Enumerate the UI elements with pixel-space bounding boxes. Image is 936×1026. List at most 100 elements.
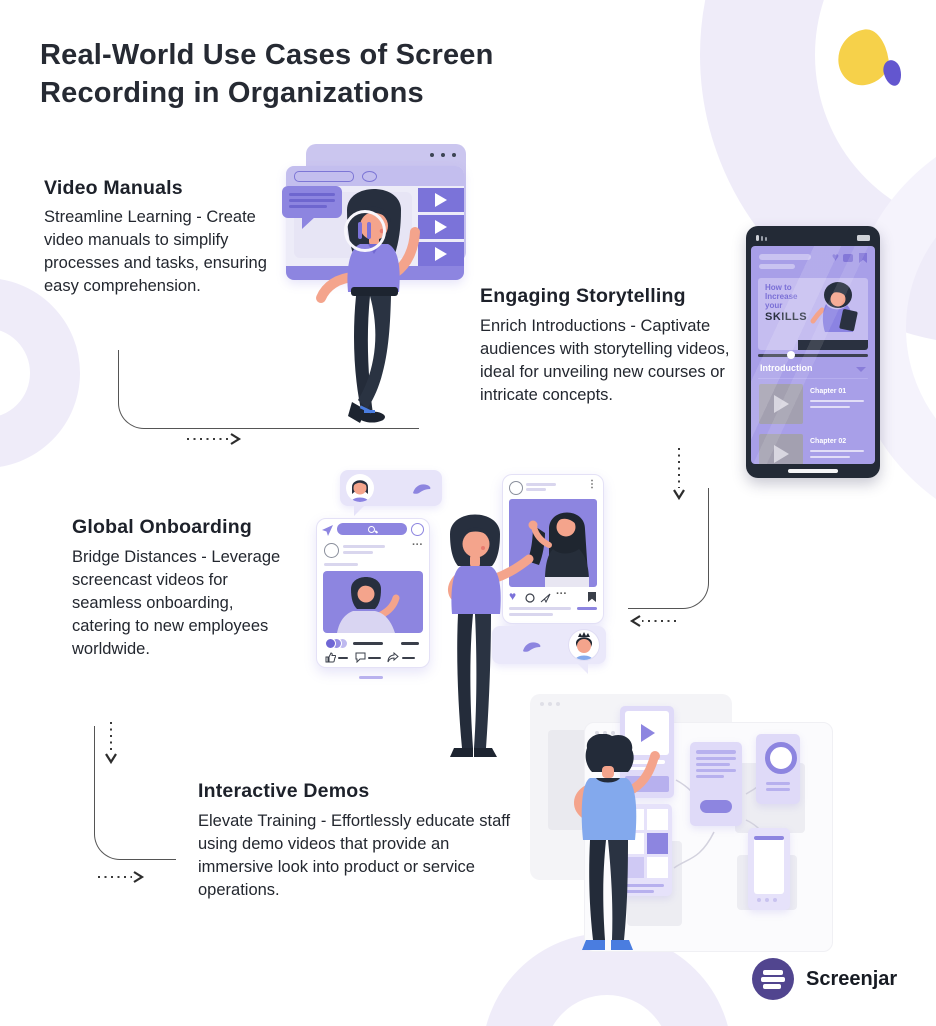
comment-icon: [843, 254, 853, 262]
address-pill: [294, 171, 354, 182]
chapter-row: Chapter 01: [759, 384, 867, 428]
bird-icon: [413, 484, 431, 494]
chapter-row: Chapter 02: [759, 434, 867, 464]
illustration-interactive-demos: [512, 686, 834, 966]
playlist-item: [418, 215, 464, 239]
video-title-line: SKILLS: [765, 311, 808, 323]
wire-ring: [765, 742, 797, 774]
wire-line: [625, 760, 665, 764]
grid-cell: [623, 857, 644, 878]
signal-icon: [761, 236, 763, 241]
window-dots-icon: [595, 731, 599, 735]
illustration-global-onboarding: ···: [306, 460, 611, 757]
wire-line: [624, 890, 654, 893]
wire-line: [696, 769, 736, 772]
comment-icon: [525, 593, 535, 603]
avatar: [509, 481, 523, 495]
section-heading-video-manuals: Video Manuals: [44, 177, 183, 199]
post-woman: [337, 577, 400, 633]
section-heading-interactive-demos: Interactive Demos: [198, 780, 370, 802]
video-title-line: Increase: [765, 292, 798, 301]
post-line: [343, 545, 385, 548]
bird-icon: [523, 642, 541, 652]
profile-circle-icon: [411, 523, 424, 536]
bookmark-icon: [859, 253, 867, 263]
illustration-storytelling-phone: ♥ How to Increase your SKILLS: [746, 226, 880, 478]
more-icon: ···: [556, 588, 567, 600]
bubble-text-line: [289, 193, 335, 196]
chat-bubble-bottom: [492, 626, 606, 674]
window-dots-icon: [441, 153, 445, 157]
share-icon: [387, 652, 399, 663]
window-dots-icon: [548, 702, 552, 706]
connector-line-3: [94, 726, 176, 860]
window-dots-icon: [611, 731, 615, 735]
section-body-engaging-storytelling: Enrich Introductions - Captivate audienc…: [480, 317, 730, 404]
phone-dot: [757, 898, 761, 902]
social-card-right: ⋮ ♥ ···: [502, 474, 604, 624]
connector-line-2: [628, 488, 709, 609]
wire-line: [696, 763, 730, 766]
heart-icon: ♥: [831, 250, 839, 264]
chapter-line: [810, 406, 850, 408]
search-bar: [337, 523, 407, 535]
chapter-line: [810, 456, 850, 458]
window-dots-icon: [540, 702, 544, 706]
wire-line: [766, 782, 790, 785]
post-line: [526, 488, 546, 491]
play-icon: [435, 220, 447, 234]
section-body-video-manuals: Streamline Learning - Create video manua…: [44, 208, 267, 295]
pause-button-icon: [344, 210, 386, 252]
pause-bar: [358, 222, 362, 239]
signal-icon: [756, 235, 759, 241]
background-ring-left: [0, 278, 80, 468]
search-icon-handle: [374, 530, 379, 534]
wireframe-list-card: [690, 742, 742, 826]
chapter-line: [810, 400, 864, 402]
video-player-header: [286, 166, 464, 186]
play-icon: [774, 395, 789, 413]
section-body-global-onboarding: Bridge Distances - Leverage screencast v…: [72, 548, 281, 658]
post-image: [323, 571, 423, 633]
window-dots-icon: [452, 153, 456, 157]
playlist-item: [418, 188, 464, 212]
window-dots-icon: [603, 731, 607, 735]
grid-cell: [647, 833, 668, 854]
logo-bar: [763, 984, 781, 989]
wire-line: [766, 788, 790, 791]
bubble-tail: [576, 662, 588, 674]
comment-icon: [355, 652, 366, 663]
post-line: [526, 483, 556, 486]
phone-dot: [765, 898, 769, 902]
presenter-woman: [810, 282, 858, 332]
phone-video-card: How to Increase your SKILLS: [758, 278, 868, 350]
post-line: [324, 563, 358, 566]
thumb: [625, 711, 669, 755]
play-icon: [774, 445, 789, 463]
post-line: [509, 613, 553, 616]
signal-icon: [765, 237, 767, 241]
grid-cell: [647, 809, 668, 830]
chapter-thumbnail: [759, 384, 803, 424]
dotted-arrow-left-icon: [626, 614, 678, 628]
phone-section-label: Introduction: [760, 363, 813, 373]
window-dots-icon: [556, 702, 560, 706]
bubble-tail: [302, 216, 316, 229]
caret-down-icon: [856, 367, 866, 372]
section-heading-engaging-storytelling: Engaging Storytelling: [480, 285, 686, 307]
section-heading-global-onboarding: Global Onboarding: [72, 516, 252, 538]
profile-line: [759, 264, 795, 269]
progress-bar: [758, 354, 868, 357]
search-icon: [368, 525, 375, 533]
thumbs-up-icon: [325, 652, 336, 663]
phone-outline: [754, 836, 784, 894]
send-icon: [540, 593, 551, 603]
chat-bubble-top: [340, 470, 442, 516]
action-line: [368, 657, 381, 659]
divider: [758, 378, 868, 379]
pause-bar: [367, 222, 371, 239]
bubble-text-line: [289, 199, 335, 202]
logo-bar: [763, 970, 783, 975]
connector-line-1: [118, 350, 419, 429]
brand-name: Screenjar: [806, 968, 898, 990]
